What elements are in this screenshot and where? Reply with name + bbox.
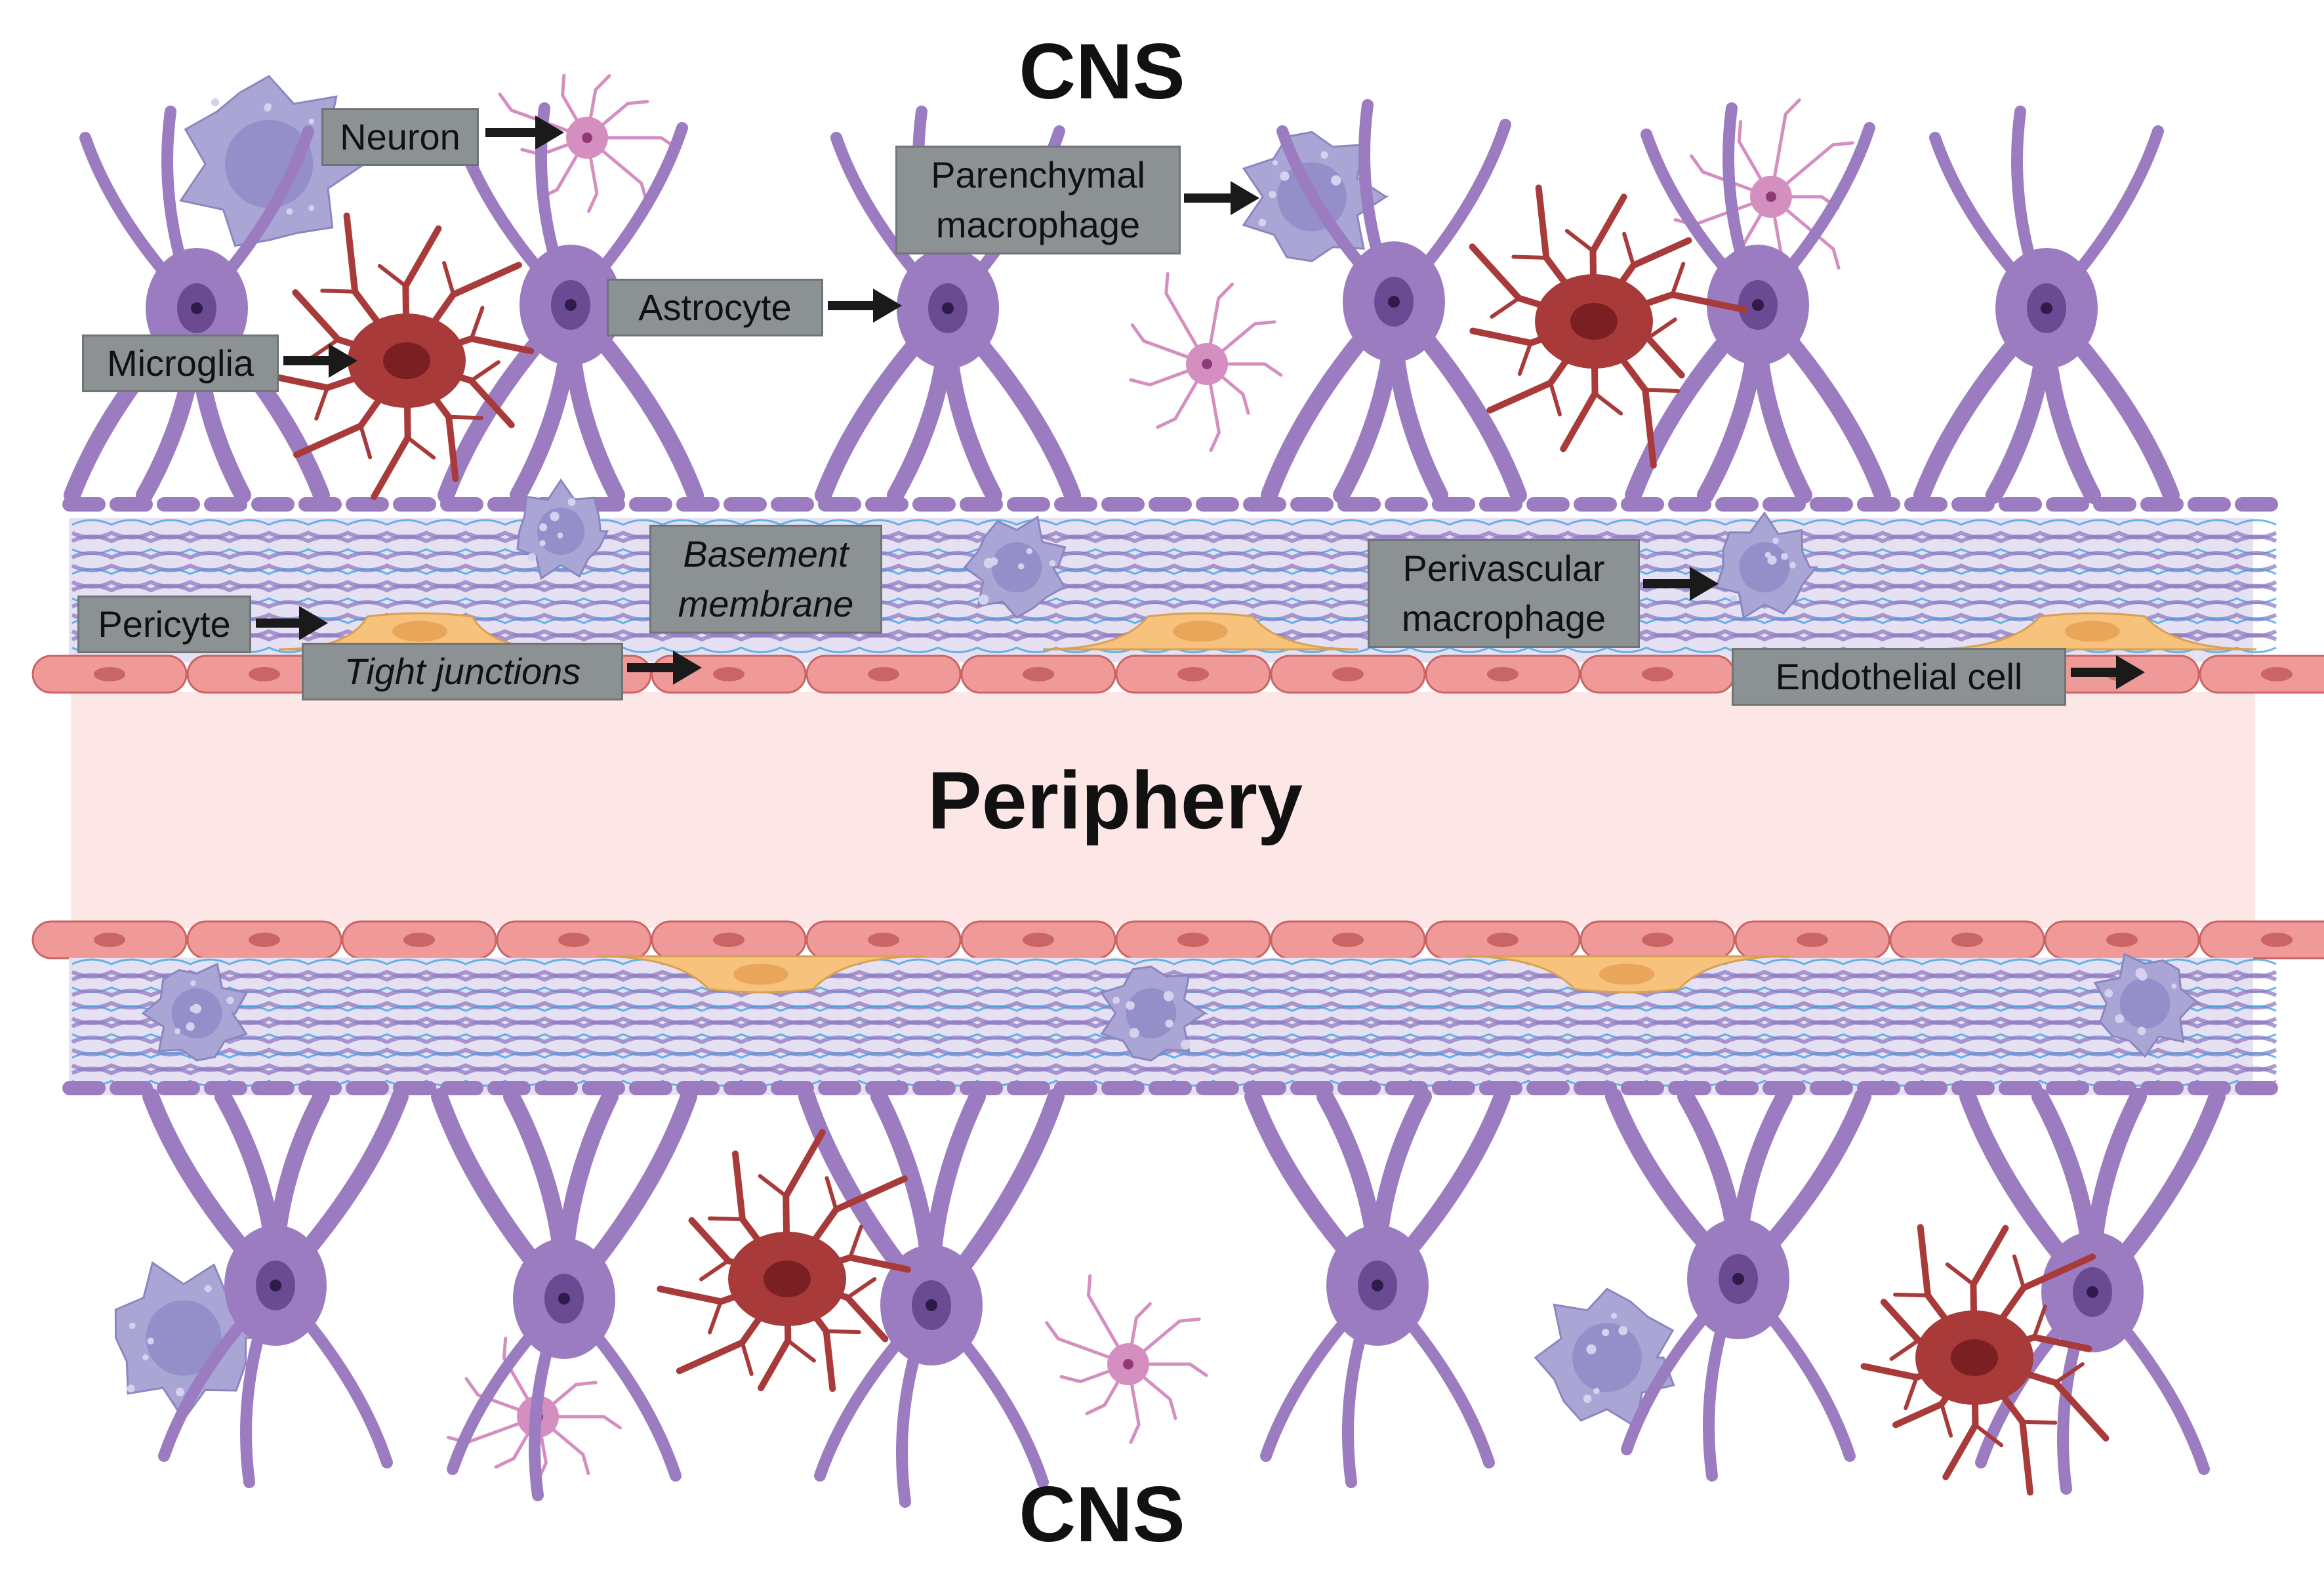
arrow-parenchymal-macrophage [1184, 181, 1259, 215]
arrow-astrocyte [828, 289, 902, 323]
cns-top-title: CNS [1019, 28, 1185, 115]
label-perivascular-macrophage: Perivascular macrophage [1368, 539, 1640, 648]
perivascular-macrophage-2 [963, 515, 1067, 619]
label-microglia: Microglia [82, 334, 279, 392]
perivascular-macrophage-6 [2093, 952, 2202, 1059]
pericyte-5 [1462, 955, 1791, 994]
pericyte-2 [1042, 612, 1358, 651]
perivascular-macrophage-1 [516, 478, 609, 580]
arrow-perivascular-macrophage [1643, 567, 1719, 601]
astrocyte-bottom-5 [1605, 1088, 1871, 1482]
arrow-endothelial-cell [2071, 655, 2145, 689]
cns-bottom-title: CNS [1019, 1470, 1185, 1558]
label-parenchymal-macrophage: Parenchymal macrophage [895, 146, 1181, 254]
arrow-pericyte [256, 606, 328, 640]
microglia-1 [251, 212, 535, 500]
microglia-4 [1860, 1224, 2110, 1496]
astrocyte-top-4 [1261, 99, 1527, 504]
perivascular-macrophage-3 [1715, 511, 1819, 620]
vessel-lumen [71, 692, 2255, 928]
perivascular-macrophage-5 [1099, 965, 1209, 1062]
label-astrocyte: Astrocyte [607, 279, 823, 336]
microglia-2 [1469, 184, 1747, 469]
parenchymal-macrophage-1 [179, 75, 368, 247]
label-tight-junctions: Tight junctions [302, 643, 623, 700]
pericyte-4 [596, 955, 926, 994]
label-endothelial-cell: Endothelial cell [1732, 648, 2066, 706]
endfeet-top [62, 497, 2278, 512]
astrocyte-bottom-2 [431, 1088, 697, 1501]
astrocyte-bottom-3 [798, 1088, 1065, 1508]
astrocyte-bottom-6 [1959, 1088, 2226, 1495]
basement-membrane-top [69, 518, 2277, 662]
label-basement-membrane: Basement membrane [649, 525, 882, 634]
pericyte-3 [1928, 612, 2257, 651]
perivascular-macrophage-4 [141, 962, 249, 1062]
parenchymal-macrophage-3 [114, 1261, 258, 1422]
astrocyte-top-5 [1625, 102, 1891, 504]
astrocyte-bottom-4 [1244, 1088, 1511, 1488]
arrow-tight-junctions [627, 651, 702, 685]
label-neuron: Neuron [321, 108, 479, 166]
neuron-2 [1129, 272, 1283, 453]
parenchymal-macrophage-4 [1534, 1287, 1675, 1428]
periphery-title: Periphery [927, 756, 1303, 846]
label-pericyte: Pericyte [77, 596, 251, 653]
neuron-5 [1045, 1274, 1208, 1444]
astrocyte-top-6 [1913, 106, 2180, 504]
astrocyte-bottom-1 [142, 1088, 409, 1488]
microglia-3 [657, 1129, 911, 1392]
arrow-microglia [283, 344, 357, 378]
endothelium-bottom [31, 920, 2324, 960]
arrow-neuron [485, 115, 564, 150]
